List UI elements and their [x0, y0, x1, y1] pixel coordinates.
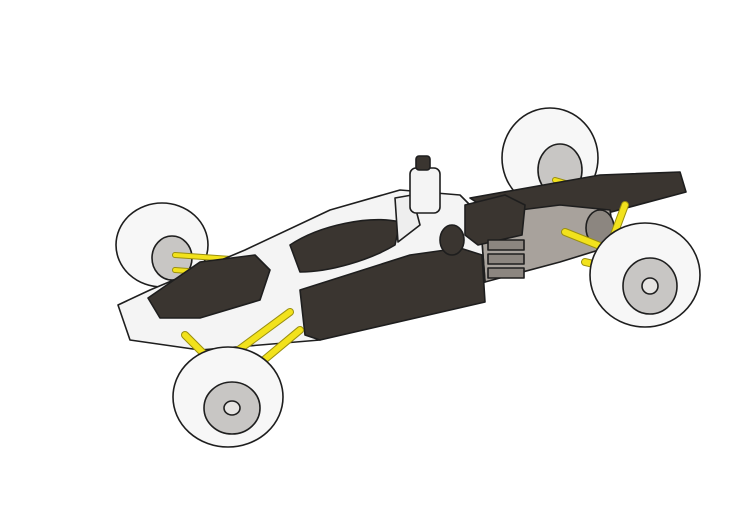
fuel-cell	[464, 194, 526, 246]
rear-right-wheel	[589, 222, 701, 328]
side-pod	[299, 247, 486, 341]
front-right-wheel	[172, 346, 284, 448]
airbox-top	[415, 155, 431, 171]
airbox	[409, 167, 441, 214]
nose-cone	[147, 254, 271, 319]
side-intake	[439, 224, 465, 256]
radiator	[487, 239, 525, 279]
cockpit	[289, 219, 401, 273]
